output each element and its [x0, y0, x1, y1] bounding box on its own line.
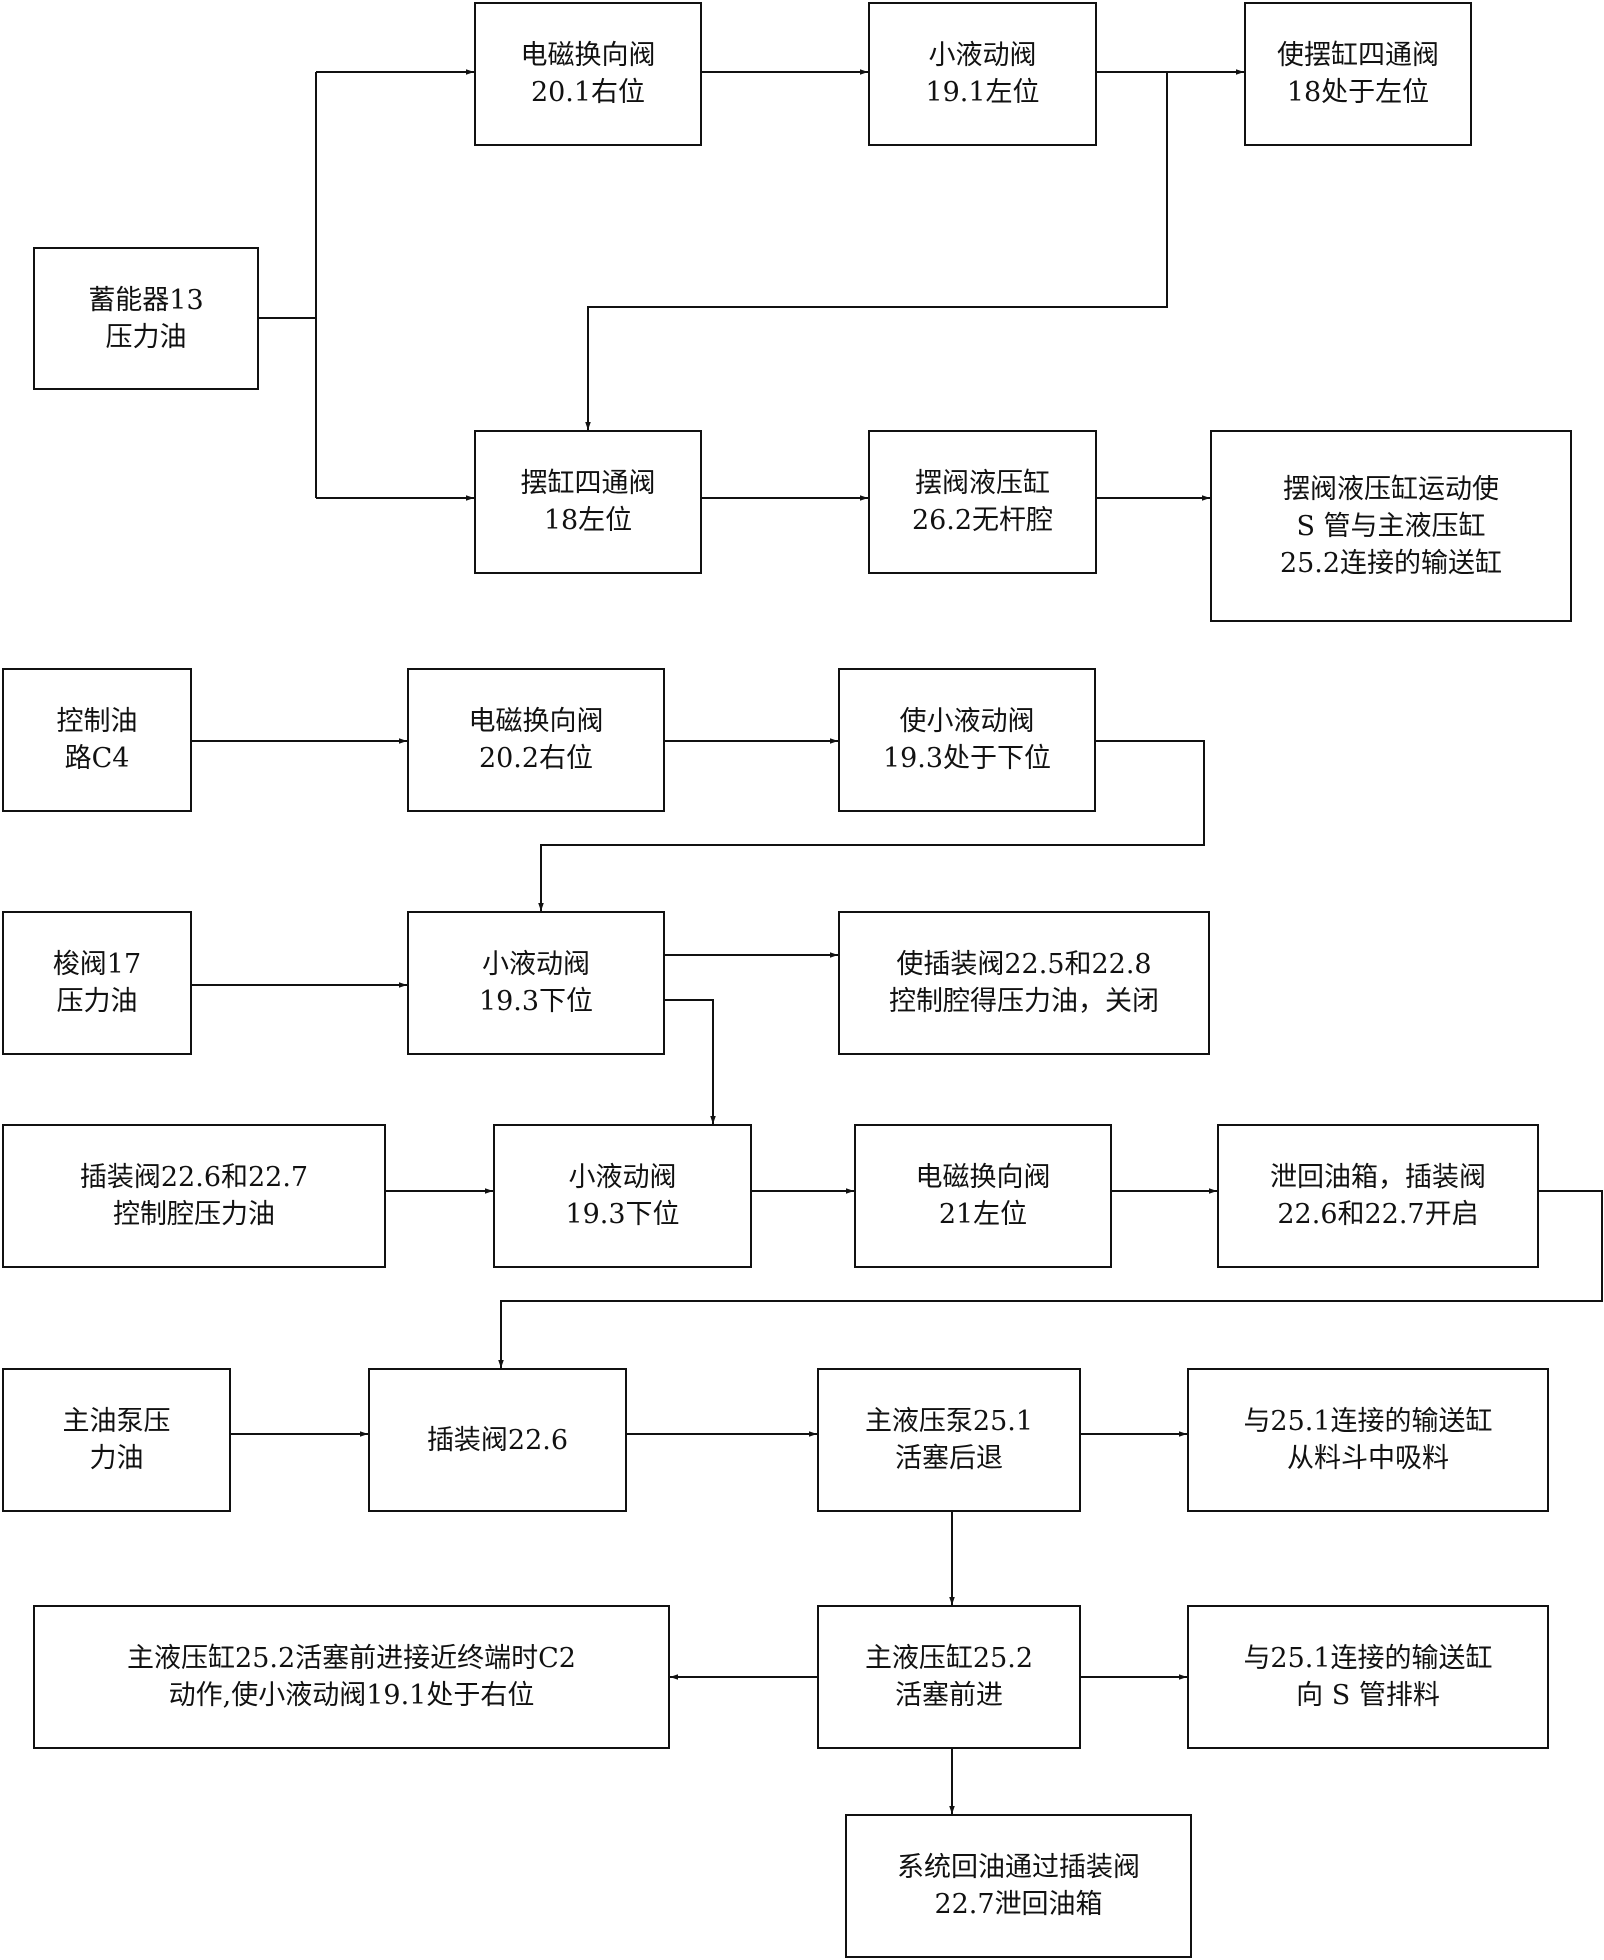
node-line: 主油泵压	[62, 1406, 171, 1437]
node-line: 活塞后退	[895, 1443, 1003, 1474]
node-line: 压力油	[56, 986, 138, 1017]
node-line: 使小液动阀	[899, 706, 1035, 737]
node-line: 路C4	[64, 743, 130, 774]
node-line: 向 S 管排料	[1296, 1680, 1440, 1711]
node-line: 19.3下位	[478, 986, 594, 1017]
discharge-node: 与25.1连接的输送缸 向 S 管排料	[1187, 1605, 1549, 1749]
swing-valve-left-result-node: 使摆缸四通阀 18处于左位	[1244, 2, 1472, 146]
shuttle-valve-17-node: 梭阀17 压力油	[2, 911, 192, 1055]
node-line: 主液压泵25.1	[864, 1406, 1034, 1437]
solenoid-valve-20-2-node: 电磁换向阀 20.2右位	[407, 668, 665, 812]
accumulator-node: 蓄能器13 压力油	[33, 247, 259, 390]
node-line: 26.2无杆腔	[911, 505, 1054, 536]
node-line: 21左位	[938, 1199, 1028, 1230]
node-line: 电磁换向阀	[468, 706, 604, 737]
flow-arrow	[498, 1190, 1603, 1368]
node-line: 插装阀22.6	[426, 1424, 569, 1456]
main-cylinder-25-2-node: 主液压缸25.2 活塞前进	[817, 1605, 1081, 1749]
small-valve-19-3-down-result-node: 使小液动阀 19.3处于下位	[838, 668, 1096, 812]
node-line: 梭阀17	[52, 949, 142, 980]
node-line: 活塞前进	[895, 1680, 1003, 1711]
flow-arrow	[665, 999, 716, 1124]
node-line: 摆阀液压缸	[915, 468, 1050, 499]
node-line: 控制油	[56, 706, 138, 737]
node-line: 22.7泄回油箱	[934, 1889, 1103, 1920]
return-oil-node: 系统回油通过插装阀 22.7泄回油箱	[845, 1814, 1192, 1958]
swing-result-node: 摆阀液压缸运动使 S 管与主液压缸 25.2连接的输送缸	[1210, 430, 1572, 622]
node-line: 小液动阀	[482, 949, 590, 980]
flow-arrow	[538, 740, 1205, 911]
node-line: 泄回油箱，插装阀	[1270, 1162, 1486, 1193]
node-line: 与25.1连接的输送缸	[1243, 1406, 1493, 1437]
node-line: 小液动阀	[568, 1162, 677, 1193]
swing-valve-18-node: 摆缸四通阀 18左位	[474, 430, 702, 574]
node-line: 18处于左位	[1286, 77, 1430, 108]
node-line: 系统回油通过插装阀	[897, 1852, 1140, 1883]
cartridge-22-6-22-7-control-node: 插装阀22.6和22.7 控制腔压力油	[2, 1124, 386, 1268]
node-line: 19.3下位	[565, 1199, 680, 1230]
cartridge-22-5-22-8-node: 使插装阀22.5和22.8 控制腔得压力油，关闭	[838, 911, 1210, 1055]
main-pump-25-1-node: 主液压泵25.1 活塞后退	[817, 1368, 1081, 1512]
node-line: 动作,使小液动阀19.1处于右位	[168, 1680, 535, 1711]
solenoid-valve-21-node: 电磁换向阀 21左位	[854, 1124, 1112, 1268]
node-line: 摆缸四通阀	[520, 468, 656, 499]
node-line: 19.3处于下位	[882, 743, 1052, 774]
node-line: 力油	[89, 1443, 144, 1474]
small-valve-19-1-left-node: 小液动阀 19.1左位	[868, 2, 1097, 146]
cartridge-22-6-node: 插装阀22.6	[368, 1368, 627, 1512]
node-line: 使摆缸四通阀	[1277, 40, 1439, 71]
drain-open-node: 泄回油箱，插装阀 22.6和22.7开启	[1217, 1124, 1539, 1268]
node-line: 控制腔得压力油，关闭	[889, 986, 1159, 1017]
node-line: 使插装阀22.5和22.8	[896, 949, 1152, 980]
node-line: 25.2连接的输送缸	[1279, 547, 1503, 579]
node-line: 蓄能器13	[88, 284, 204, 316]
node-line: 插装阀22.6和22.7	[79, 1162, 309, 1193]
node-line: 主液压缸25.2活塞前进接近终端时C2	[127, 1643, 576, 1674]
small-valve-19-3-a-node: 小液动阀 19.3下位	[407, 911, 665, 1055]
node-line: 18左位	[543, 505, 633, 536]
flow-arrow	[585, 72, 1168, 430]
control-circuit-c4-node: 控制油 路C4	[2, 668, 192, 812]
node-line: 控制腔压力油	[113, 1199, 275, 1230]
solenoid-valve-20-1-node: 电磁换向阀 20.1右位	[474, 2, 702, 146]
small-valve-19-3-b-node: 小液动阀 19.3下位	[493, 1124, 752, 1268]
node-line: 电磁换向阀	[520, 40, 656, 71]
node-line: 19.1左位	[925, 77, 1040, 108]
node-line: S 管与主液压缸	[1296, 510, 1486, 542]
node-line: 从料斗中吸料	[1287, 1443, 1449, 1474]
node-line: 压力油	[105, 321, 187, 353]
node-line: 20.2右位	[478, 743, 594, 774]
node-line: 摆阀液压缸运动使	[1283, 473, 1499, 505]
node-line: 电磁换向阀	[915, 1162, 1051, 1193]
node-line: 与25.1连接的输送缸	[1243, 1643, 1493, 1674]
node-line: 20.1右位	[530, 77, 646, 108]
suction-node: 与25.1连接的输送缸 从料斗中吸料	[1187, 1368, 1549, 1512]
c2-action-node: 主液压缸25.2活塞前进接近终端时C2 动作,使小液动阀19.1处于右位	[33, 1605, 670, 1749]
main-pump-oil-node: 主油泵压 力油	[2, 1368, 231, 1512]
node-line: 主液压缸25.2	[864, 1643, 1034, 1674]
node-line: 22.6和22.7开启	[1277, 1199, 1479, 1230]
swing-cylinder-node: 摆阀液压缸 26.2无杆腔	[868, 430, 1097, 574]
node-line: 小液动阀	[928, 40, 1037, 71]
